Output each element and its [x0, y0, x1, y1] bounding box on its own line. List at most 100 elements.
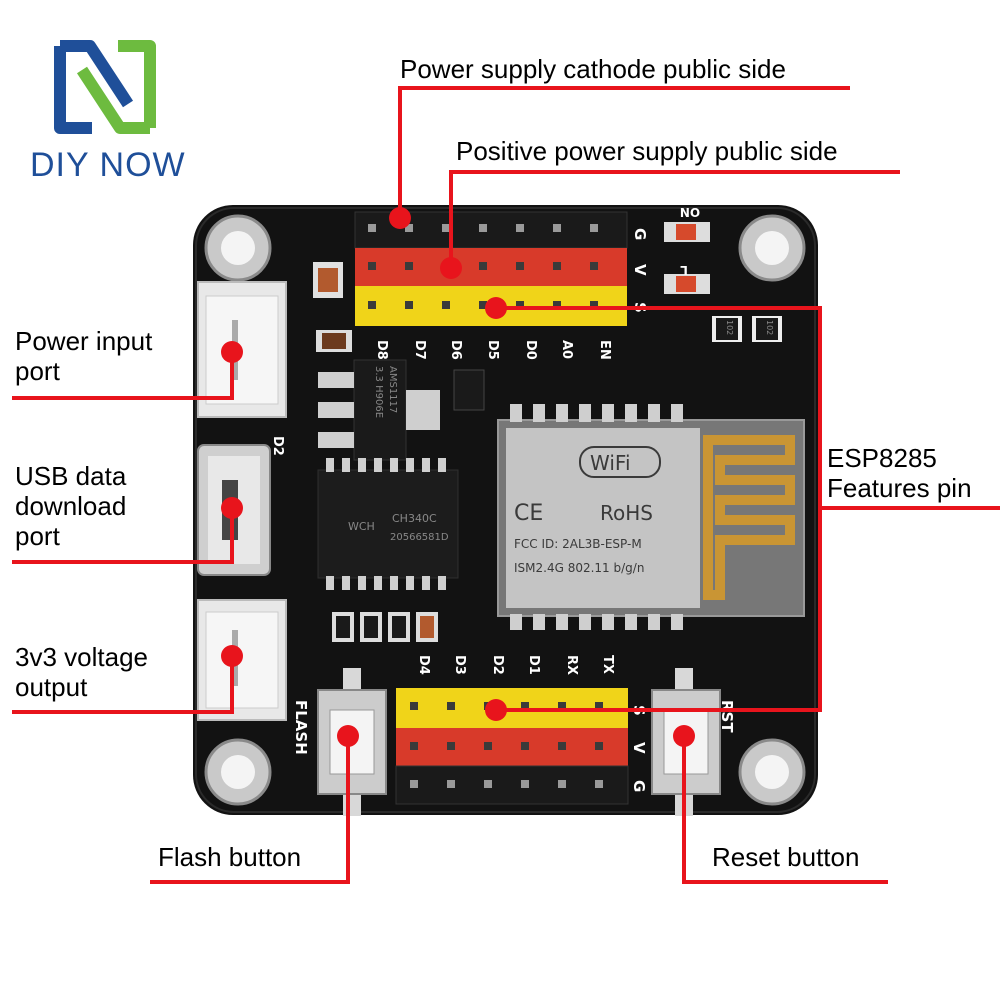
module-leg: [579, 404, 591, 422]
label-voltage-line1: 3v3 voltage: [15, 642, 148, 672]
svg-text:L: L: [680, 263, 688, 277]
svg-text:RST: RST: [718, 700, 736, 733]
module-leg: [533, 614, 545, 630]
label-esp-pin: ESP8285 Features pin: [827, 443, 972, 503]
chip-leg: [406, 458, 414, 472]
header-pin: [479, 224, 487, 232]
svg-text:ON: ON: [680, 205, 700, 219]
mounting-hole-tl: [204, 214, 272, 282]
svg-text:AMS1117: AMS1117: [387, 366, 398, 413]
module-leg: [671, 614, 683, 630]
label-usb-port: USB data download port: [15, 461, 126, 551]
header-pin: [447, 780, 455, 788]
chip-leg: [342, 576, 350, 590]
brand-logo-icon: [54, 40, 156, 134]
module-leg: [625, 404, 637, 422]
label-voltage-output: 3v3 voltage output: [15, 642, 148, 702]
svg-text:ISM2.4G 802.11 b/g/n: ISM2.4G 802.11 b/g/n: [514, 561, 644, 575]
header-pin: [368, 301, 376, 309]
svg-text:WCH: WCH: [348, 520, 375, 533]
label-flash-button: Flash button: [158, 842, 302, 872]
svg-text:CH340C: CH340C: [392, 512, 437, 525]
label-power-input-line2: port: [15, 356, 60, 386]
callout-lines: [12, 86, 1000, 884]
usb-serial-chip: WCH CH340C 20566581D: [317, 458, 459, 590]
header-pin: [405, 262, 413, 270]
svg-text:FCC ID: 2AL3B-ESP-M: FCC ID: 2AL3B-ESP-M: [514, 537, 642, 551]
module-leg: [625, 614, 637, 630]
label-cathode-side: Power supply cathode public side: [400, 54, 786, 84]
header-pin: [484, 780, 492, 788]
chip-leg: [406, 576, 414, 590]
svg-text:D2: D2: [270, 436, 285, 456]
svg-text:102: 102: [765, 320, 774, 335]
header-pin: [595, 780, 603, 788]
pin-label-d7: D7: [412, 340, 427, 360]
module-leg: [510, 404, 522, 422]
pin-label-en: EN: [597, 340, 612, 360]
chip-leg: [326, 458, 334, 472]
label-usb-line2: download: [15, 491, 127, 521]
header-pin: [410, 742, 418, 750]
header-pin: [558, 702, 566, 710]
esp8285-module: WiFi CE RoHS FCC ID: 2AL3B-ESP-M ISM2.4G…: [497, 404, 805, 630]
header-pin: [558, 742, 566, 750]
top-header-pins: [368, 224, 598, 309]
chip-leg: [422, 576, 430, 590]
header-pin: [447, 742, 455, 750]
header-pin: [479, 262, 487, 270]
header-pin: [405, 224, 413, 232]
header-pin: [447, 702, 455, 710]
header-pin: [368, 224, 376, 232]
label-positive-side: Positive power supply public side: [456, 136, 838, 166]
led-l: L: [664, 263, 710, 294]
header-pin: [516, 262, 524, 270]
transistor: [453, 369, 485, 411]
pin-label-d5: D5: [485, 340, 500, 360]
chip-leg: [374, 458, 382, 472]
chip-leg: [358, 458, 366, 472]
3v3-output-connector: [197, 599, 287, 721]
brand-name: DIY NOW: [30, 146, 186, 184]
pin-label-d0: D0: [523, 340, 538, 360]
callout-dots: [221, 207, 695, 747]
header-pin: [590, 301, 598, 309]
header-pin: [558, 780, 566, 788]
resistor-r2: 102: [752, 316, 782, 342]
capacitor-top-body: [318, 268, 338, 292]
header-pin: [410, 702, 418, 710]
header-pin: [484, 742, 492, 750]
chip-leg: [438, 458, 446, 472]
pin-label-tx: TX: [600, 655, 615, 674]
label-power-input: Power input port: [15, 326, 152, 386]
module-leg: [648, 614, 660, 630]
header-pin: [521, 702, 529, 710]
header-pin: [442, 224, 450, 232]
header-pin: [442, 301, 450, 309]
mounting-hole-tr: [738, 214, 806, 282]
chip-leg: [438, 576, 446, 590]
chip-leg: [374, 576, 382, 590]
svg-text:RoHS: RoHS: [600, 501, 653, 525]
svg-text:CE: CE: [514, 501, 543, 526]
module-leg: [533, 404, 545, 422]
svg-text:20566581D: 20566581D: [390, 532, 449, 543]
chip-leg: [422, 458, 430, 472]
header-pin: [553, 262, 561, 270]
label-usb-line1: USB data: [15, 461, 127, 491]
pin-label-d4: D4: [416, 655, 431, 675]
resistor-r1: 102: [712, 316, 742, 342]
header-pin: [553, 301, 561, 309]
svg-text:WiFi: WiFi: [590, 451, 631, 475]
label-power-input-line1: Power input: [15, 326, 153, 356]
row-label-g-bottom: G: [630, 780, 648, 792]
row-label-g-top: G: [631, 228, 649, 240]
module-leg: [648, 404, 660, 422]
module-leg: [579, 614, 591, 630]
pin-label-d6: D6: [448, 340, 463, 360]
capacitor-mid-body: [322, 333, 346, 349]
pin-label-d3: D3: [452, 655, 467, 675]
header-pin: [590, 262, 598, 270]
pin-label-d2: D2: [490, 655, 505, 675]
label-reset-button: Reset button: [712, 842, 860, 872]
